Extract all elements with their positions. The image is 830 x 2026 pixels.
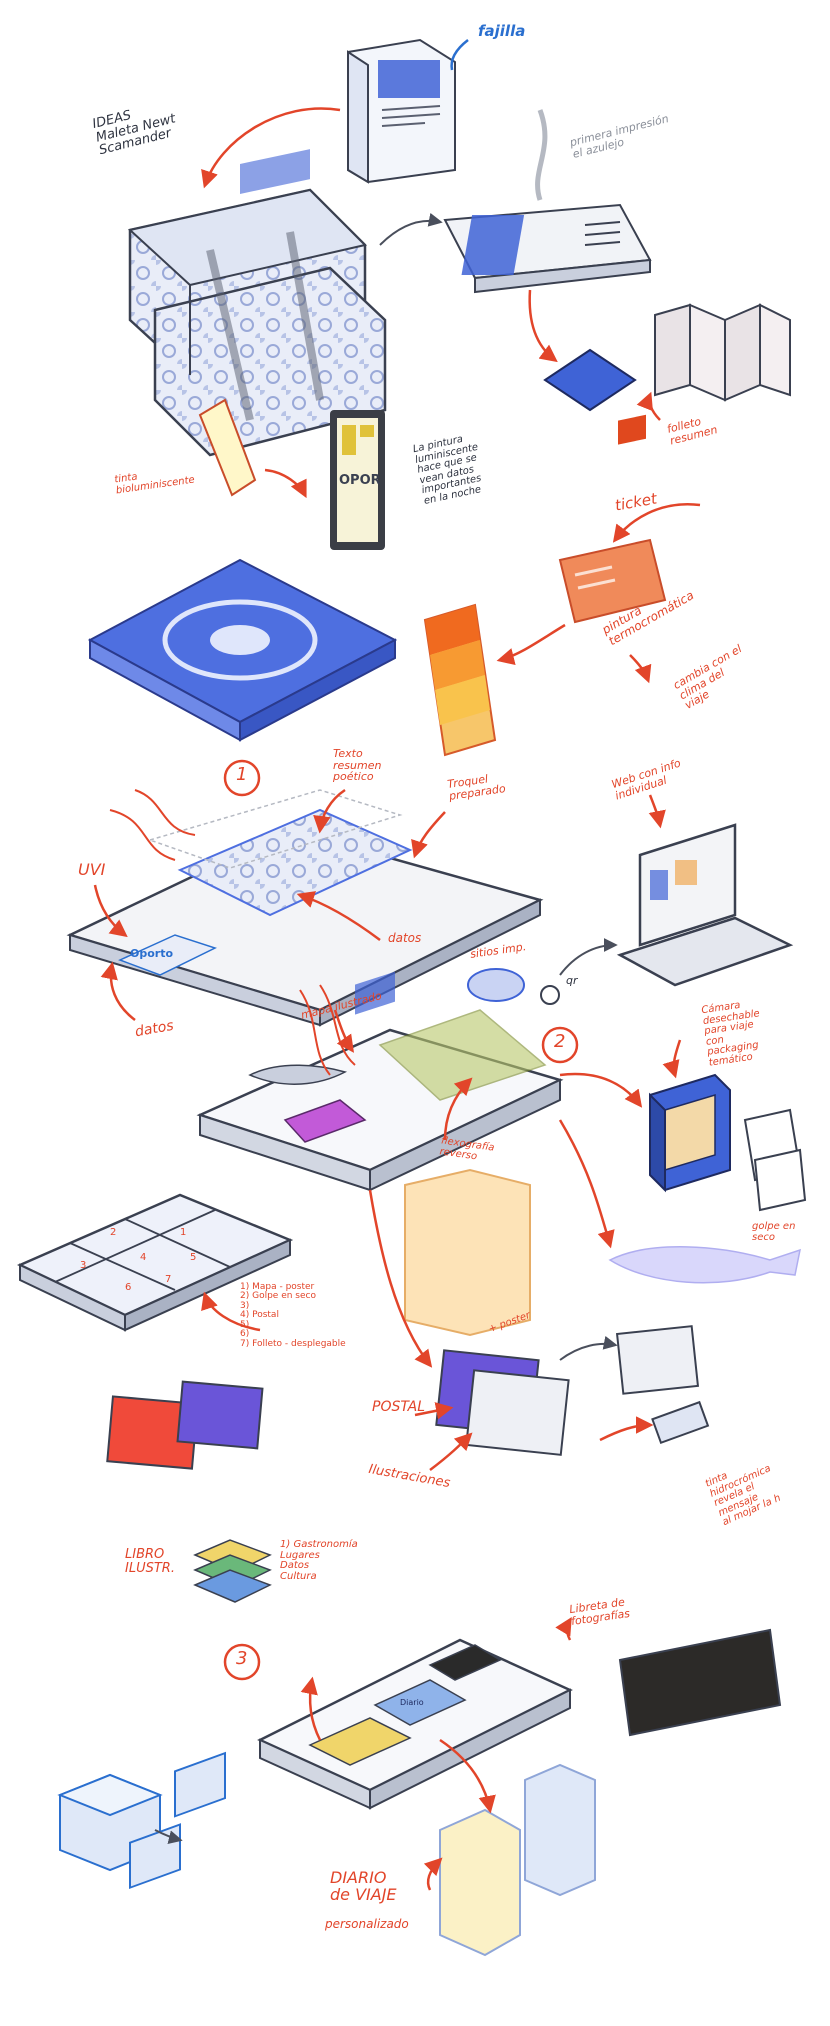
suitcase-illustration [130,149,385,455]
postal-cards [436,1326,708,1455]
arrow-tray-camera [560,1074,640,1105]
laptop-illustration [620,825,790,985]
arrow-bio-ticket [265,470,305,495]
label-postal: POSTAL [372,1400,425,1415]
grid-legend-number: 5 [190,1252,196,1263]
photo-notebook [620,1630,780,1735]
label-personalizado: personalizado [325,1918,409,1931]
ticket-illustration [560,415,665,622]
small-tile [545,350,635,410]
arrow-leaflet [649,395,660,420]
grid-legend-number: 1 [180,1227,186,1238]
arrow-libreta [567,1620,570,1640]
label-libro-ilustr: LIBRO ILUSTR. [125,1548,175,1575]
arrow-postal-card [560,1344,615,1360]
package-base [70,810,540,1025]
label-pintura-luminiscente: La pintura luminiscente hace que se vean… [412,432,488,507]
label-golpe-en-seco: golpe en seco [752,1222,795,1243]
folded-leaflet [655,305,790,400]
label-legend-list: 1) Mapa - poster 2) Golpe en seco 3) 4) … [240,1283,346,1349]
thermochromic-swatch [425,605,495,755]
photo-2 [755,1150,805,1210]
arrow-thermo [500,625,565,660]
label-camara: Cámara desechable para viaje con packagi… [701,998,766,1068]
grid-legend-number: 6 [125,1282,131,1293]
opor-label: OPOR [339,473,381,488]
final-tray [260,1640,570,1808]
label-datos-2: datos [388,932,421,945]
grid-legend-number: 2 [110,1227,116,1238]
arrow-diario [428,1860,440,1890]
label-step-3: 3 [236,1650,247,1669]
diary-booklets [440,1765,595,1955]
arrow-suitcase-box [380,221,440,245]
grid-legend-number: 3 [80,1260,86,1271]
arrow-qr-web [560,945,615,975]
camera-illustration [650,1075,730,1190]
arrow-datos-1 [111,965,135,1020]
sardine-emboss [610,1247,800,1283]
oporto-label: Oporto [130,947,173,960]
label-fajilla: fajilla [478,24,525,40]
arrow-troquel [415,812,445,855]
arrow-golpe [560,1120,610,1245]
arrow-web [650,795,660,825]
grid-legend-number: 4 [140,1252,146,1263]
qr-sticker [541,986,559,1004]
arrow-hidro [600,1425,650,1440]
grid-legend-number: 7 [165,1274,171,1285]
label-step-1: 1 [236,766,247,785]
book-stack [195,1540,270,1602]
label-texto-resumen: Texto resumen poético [333,748,381,783]
arrow-box-tile [530,290,555,360]
swirl-left-2 [135,790,195,835]
fajilla-band [348,40,455,182]
label-qr: qr [566,975,578,987]
label-step-2: 2 [554,1033,565,1052]
illustration-card-blue [178,1382,263,1449]
unfolding-box [60,1753,225,1888]
label-uvi: UVI [78,862,105,879]
arrow-clima [630,655,648,680]
arrow-ilustraciones [430,1435,470,1470]
label-libro-items: 1) Gastronomía Lugares Datos Cultura [280,1540,358,1582]
arrow-camera [674,1040,680,1075]
label-diario-viaje: DIARIO de VIAJE [330,1870,397,1904]
sitios-sticker [468,969,524,1001]
diario-cover-label: Diario [400,1698,424,1707]
flexo-panel [405,1170,530,1335]
big-azulejo-tile [90,560,395,740]
